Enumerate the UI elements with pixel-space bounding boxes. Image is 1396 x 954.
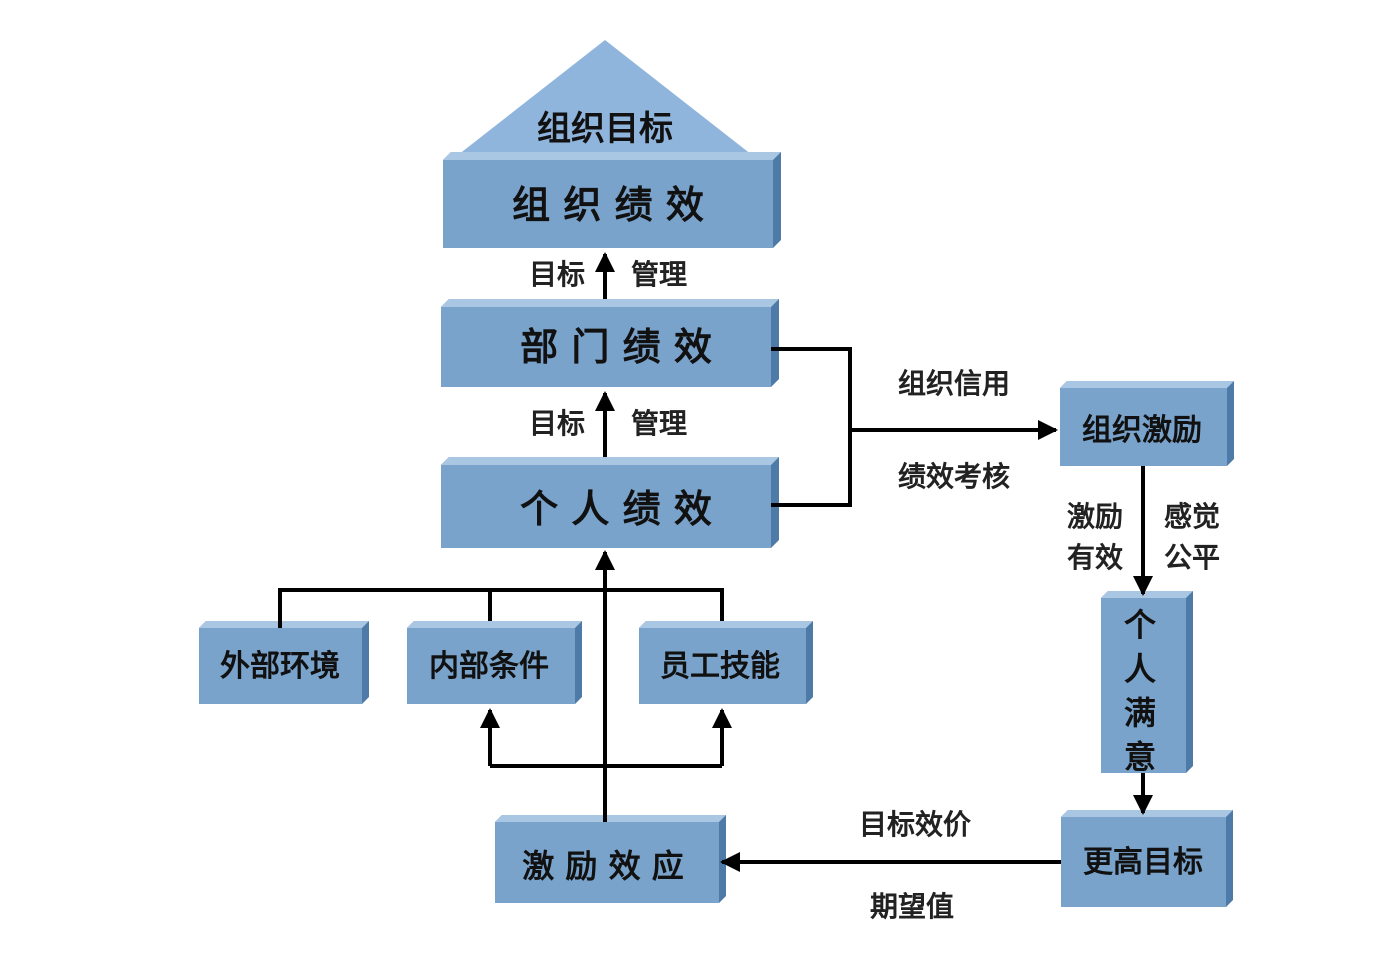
satisfaction-char-3: 满	[1124, 694, 1156, 732]
satisfaction-char-2: 人	[1124, 650, 1156, 688]
connectors	[278, 252, 1153, 872]
internal-conditions-label: 内部条件	[429, 649, 549, 684]
incentive-label-b: 有效	[1067, 541, 1123, 574]
satisfaction-char-1: 个	[1124, 606, 1156, 644]
individual-satisfaction-box: 个 人 满 意	[1101, 591, 1193, 776]
satisfaction-char-4: 意	[1124, 738, 1156, 776]
motivation-effect-label: 激 励 效 应	[522, 847, 683, 885]
appraisal-label: 绩效考核	[898, 460, 1010, 493]
incentive-label-a: 激励	[1067, 500, 1123, 533]
upper-mgmt-label: 管理	[631, 258, 687, 291]
roof-organization-goal: 组织目标	[458, 40, 752, 155]
lower-goal-label: 目标	[529, 407, 585, 440]
roof-label: 组织目标	[537, 109, 673, 149]
factors-bracket	[278, 588, 724, 628]
motivation-effect-box: 激 励 效 应	[495, 815, 726, 903]
credit-label: 组织信用	[898, 367, 1010, 400]
valence-label: 目标效价	[859, 808, 972, 841]
organization-incentive-label: 组织激励	[1082, 413, 1202, 448]
upper-goal-label: 目标	[529, 258, 585, 291]
org-performance-label: 组 织 绩 效	[512, 183, 704, 227]
fair-label-a: 感觉	[1164, 500, 1220, 533]
external-environment-box: 外部环境	[199, 621, 369, 704]
expectancy-label: 期望值	[870, 890, 954, 923]
fair-label-b: 公平	[1164, 541, 1220, 574]
org-performance-box: 组 织 绩 效	[443, 152, 781, 248]
higher-goal-label: 更高目标	[1083, 845, 1203, 880]
higher-goal-box: 更高目标	[1061, 810, 1233, 907]
employee-skills-label: 员工技能	[660, 649, 780, 684]
external-environment-label: 外部环境	[220, 649, 340, 684]
dept-performance-box: 部 门 绩 效	[441, 299, 779, 387]
dept-performance-label: 部 门 绩 效	[520, 325, 712, 369]
lower-mgmt-label: 管理	[631, 407, 687, 440]
perf-bracket	[771, 347, 852, 507]
employee-skills-box: 员工技能	[639, 621, 813, 704]
internal-conditions-box: 内部条件	[407, 621, 582, 704]
individual-performance-label: 个 人 绩 效	[520, 487, 712, 531]
individual-performance-box: 个 人 绩 效	[441, 457, 779, 548]
organization-incentive-box: 组织激励	[1060, 381, 1234, 466]
